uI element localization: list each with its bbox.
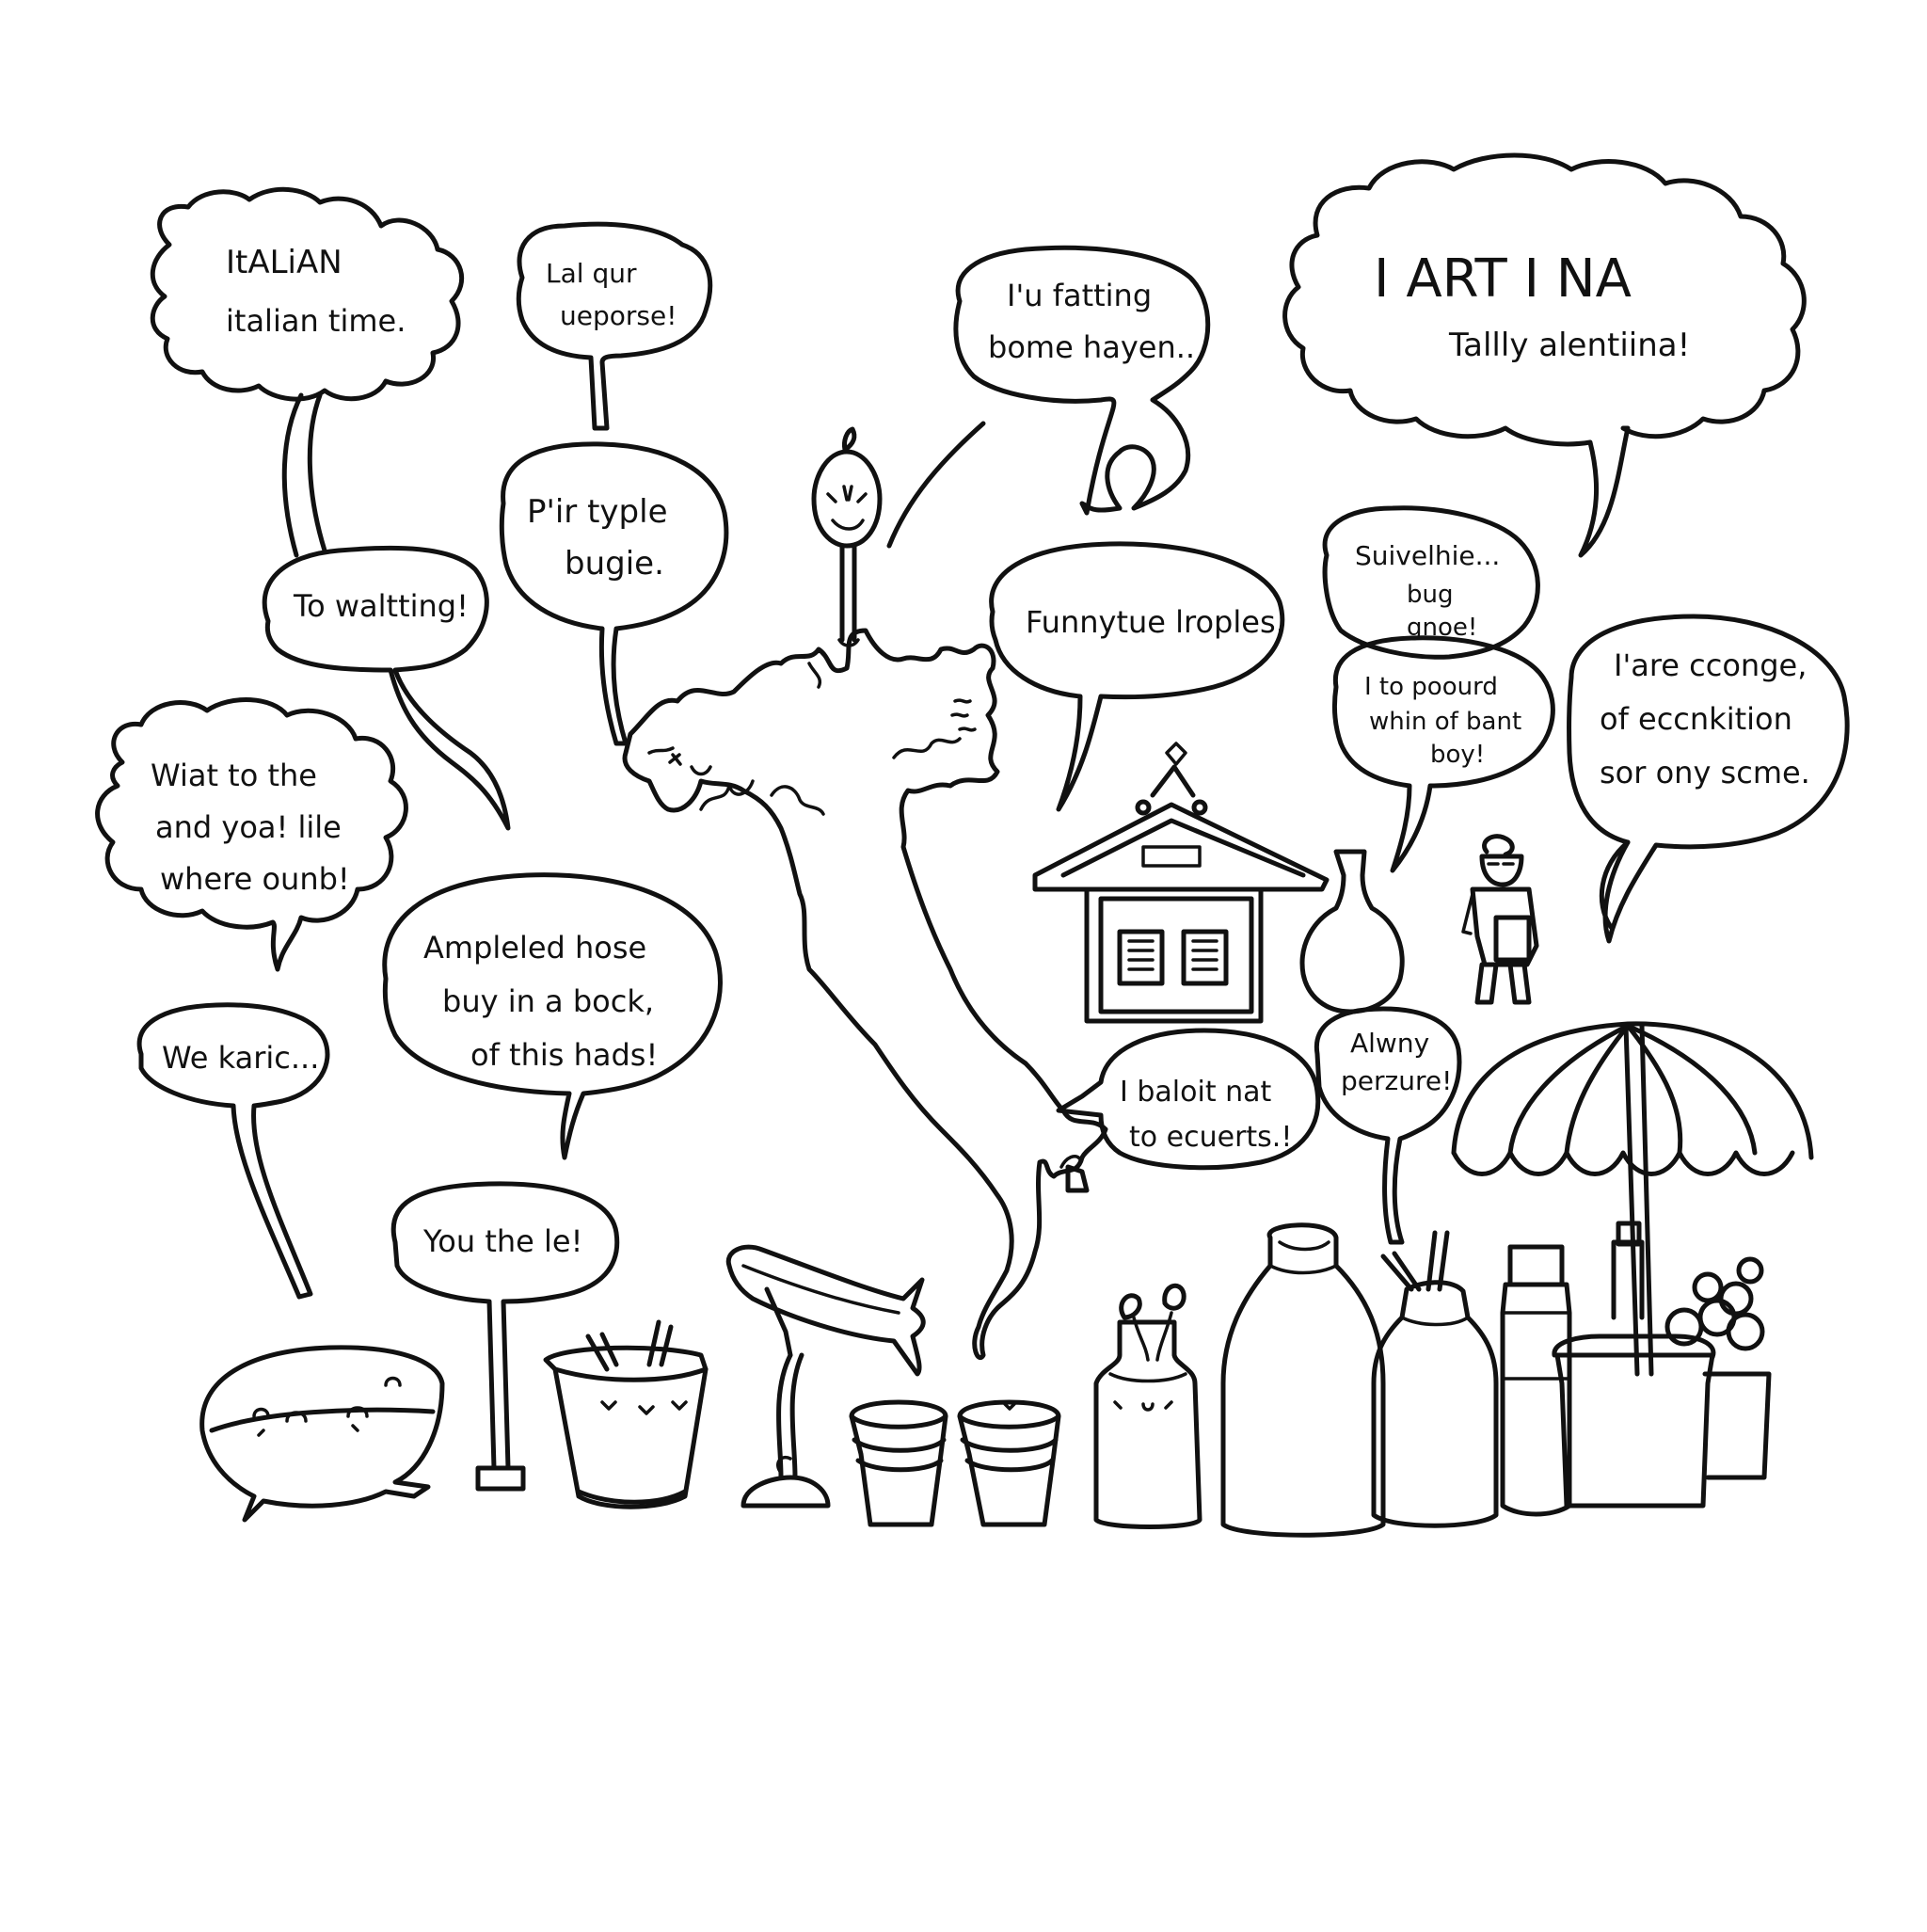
speech-bubble-art: I ART I NA Tallly alentiina! bbox=[1282, 152, 1807, 558]
alwny-line1: Alwny bbox=[1350, 1028, 1429, 1059]
poourd-line1: I to poourd bbox=[1364, 673, 1498, 701]
fatting-line2: bome hayen.. bbox=[988, 329, 1195, 365]
baloit-line1: I baloit nat bbox=[1120, 1076, 1272, 1109]
speech-bubble-alwny: Alwny perzure! bbox=[1314, 1006, 1462, 1245]
speech-bubble-baloit: I baloit nat to ecuerts.! bbox=[1056, 1028, 1321, 1171]
suivelhie-line2: bug bbox=[1407, 581, 1454, 609]
ampleled-line1: Ampleled hose bbox=[423, 930, 646, 966]
speech-bubble-ampleled: Ampleled hose buy in a bock, of this had… bbox=[382, 872, 723, 1160]
you-the-text: You the le! bbox=[422, 1223, 582, 1259]
speech-bubble-wiat: Wiat to the and yoa! lile where ounb! bbox=[95, 697, 408, 972]
speech-bubble-poourd: I to poourd whin of bant boy! bbox=[1331, 635, 1555, 873]
cconge-line1: I'are cconge, bbox=[1614, 647, 1807, 683]
thermos-bottle-icon bbox=[1500, 1244, 1572, 1517]
speech-bubble-lal-qur: Lal qur ueporse! bbox=[516, 221, 713, 431]
wiat-line1: Wiat to the bbox=[151, 758, 317, 793]
lal-qur-line2: ueporse! bbox=[560, 300, 677, 331]
town-hall-building-icon bbox=[1032, 742, 1330, 1024]
we-karic-text: We karic... bbox=[162, 1040, 319, 1076]
smiling-bowl-icon bbox=[199, 1345, 445, 1523]
beach-umbrella-icon bbox=[1451, 1021, 1814, 1377]
funnytue-text: Funnytue lroples. bbox=[1026, 604, 1285, 640]
poourd-line3: boy! bbox=[1430, 741, 1485, 769]
cconge-line2: of eccnkition bbox=[1600, 701, 1792, 737]
wiat-line3: where ounb! bbox=[160, 861, 350, 897]
poourd-line2: whin of bant bbox=[1369, 708, 1521, 736]
waltting-text: To waltting! bbox=[293, 588, 469, 624]
stacked-cups-icon bbox=[849, 1399, 1061, 1527]
speech-bubble-cconge: I'are cconge, of eccnkition sor ony scme… bbox=[1567, 614, 1850, 944]
speech-bubble-waltting: To waltting! bbox=[262, 545, 511, 831]
face-vase-icon bbox=[1093, 1283, 1202, 1529]
italian-subtitle: italian time. bbox=[226, 303, 406, 339]
jar-with-straws-icon bbox=[1371, 1230, 1499, 1528]
speech-bubble-italian: ItALiAN italian time. bbox=[150, 186, 465, 558]
baloit-line2: to ecuerts.! bbox=[1129, 1121, 1292, 1154]
pir-typle-line1: P'ir typle bbox=[527, 493, 667, 531]
italy-map bbox=[622, 628, 1108, 1360]
ampleled-line2: buy in a bock, bbox=[442, 983, 654, 1019]
map-pin-mascot bbox=[811, 426, 883, 647]
bucket-with-sticks-icon bbox=[543, 1319, 709, 1509]
speech-bubble-funnytue: Funnytue lroples. bbox=[989, 541, 1285, 812]
speech-bubble-suivelhie: Suivelhie... bug gnoe! bbox=[1322, 505, 1540, 660]
suivelhie-line1: Suivelhie... bbox=[1355, 540, 1500, 571]
art-title: I ART I NA bbox=[1374, 248, 1632, 310]
art-subtitle: Tallly alentiina! bbox=[1448, 327, 1690, 364]
speech-bubble-you-the: You the le! bbox=[390, 1181, 620, 1492]
round-flask-icon bbox=[1299, 849, 1405, 1014]
wiat-line2: and yoa! lile bbox=[155, 809, 342, 845]
lal-qur-line1: Lal qur bbox=[546, 258, 637, 289]
italian-title: ItALiAN bbox=[226, 244, 342, 281]
cconge-line3: sor ony scme. bbox=[1600, 755, 1810, 790]
alwny-line2: perzure! bbox=[1341, 1065, 1452, 1096]
large-bottle-icon bbox=[1220, 1222, 1386, 1538]
planter-baskets-icon bbox=[1552, 1221, 1772, 1509]
speech-bubble-pir-typle: P'ir typle bugie. bbox=[499, 441, 729, 746]
fatting-line1: I'u fatting bbox=[1007, 278, 1152, 313]
ampleled-line3: of this hads! bbox=[470, 1037, 658, 1073]
person-figure-icon bbox=[1461, 834, 1539, 1005]
speech-bubble-fatting: I'u fatting bome hayen.. bbox=[886, 245, 1211, 549]
airplane-desk-lamp-icon bbox=[725, 1244, 926, 1509]
pir-typle-line2: bugie. bbox=[565, 545, 664, 583]
speech-bubble-we-karic: We karic... bbox=[136, 1002, 330, 1300]
